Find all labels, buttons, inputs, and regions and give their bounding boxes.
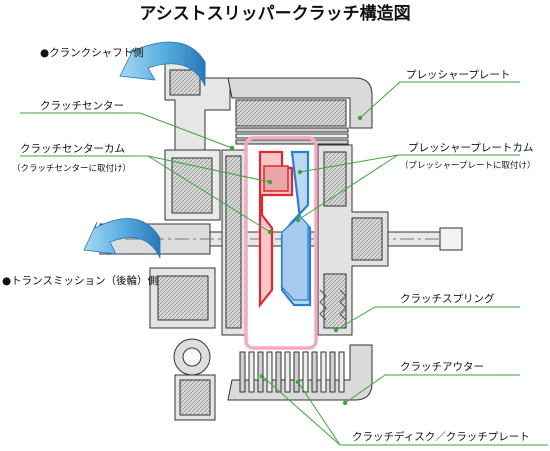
cam-highlight-frame bbox=[244, 136, 318, 350]
clutch-center-cam-note: （クラッチセンターに取付け） bbox=[12, 163, 131, 174]
pressure-plate-label: プレッシャープレート bbox=[406, 69, 510, 81]
pressure-plate-cam-label: プレッシャープレートカム bbox=[408, 142, 533, 154]
clutch-cross-section bbox=[99, 61, 463, 421]
leader-lines bbox=[20, 81, 548, 446]
pressure-plate-cam bbox=[280, 150, 312, 307]
upper-plates bbox=[235, 127, 349, 145]
clutch-outer-label: クラッチアウター bbox=[400, 361, 484, 373]
pressure-plate-cam-note: （プレッシャープレートに取付け） bbox=[400, 160, 536, 171]
housing-top bbox=[227, 77, 373, 129]
crankshaft-rotation-icon bbox=[119, 41, 206, 87]
clutch-center-cam bbox=[258, 150, 294, 309]
crankshaft-side-label: ●クランクシャフト側 bbox=[40, 46, 144, 59]
spring bbox=[319, 289, 347, 321]
shaft-end bbox=[439, 227, 463, 251]
transmission-side-label: ●トランスミッション（後輪）側 bbox=[2, 274, 158, 287]
clutch-center-label: クラッチセンター bbox=[40, 100, 124, 112]
transmission-rotation-icon bbox=[83, 218, 161, 259]
clutch-center-cam-label: クラッチセンターカム bbox=[20, 143, 125, 155]
lower-plates bbox=[239, 351, 345, 393]
housing-bottom bbox=[227, 344, 373, 401]
clutch-spring-label: クラッチスプリング bbox=[400, 292, 495, 305]
clutch-disc-plate-label: クラッチディスク／クラッチプレート bbox=[352, 430, 530, 443]
diagram-title: アシストスリッパークラッチ構造図 bbox=[139, 3, 410, 24]
